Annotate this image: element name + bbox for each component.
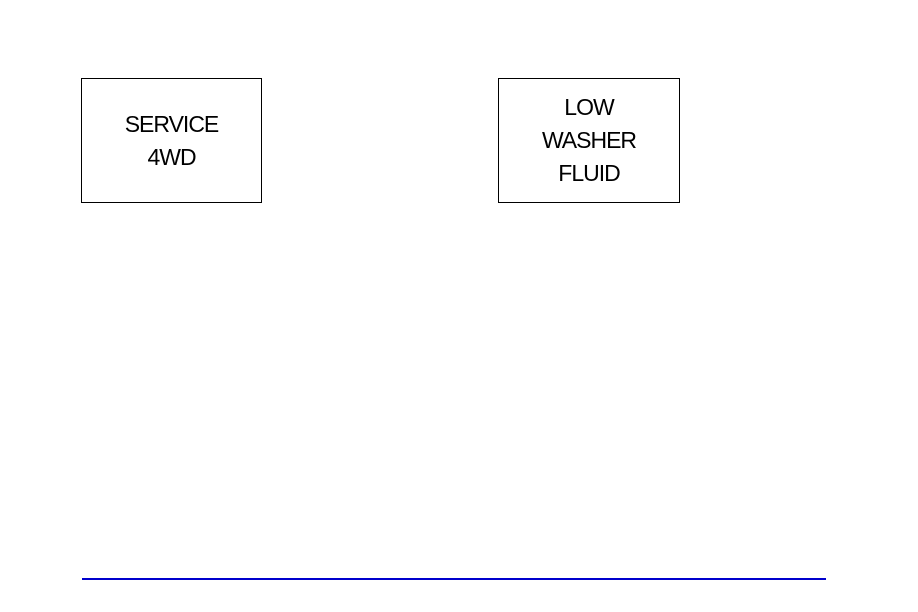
indicator-text-line: SERVICE	[125, 108, 219, 141]
indicator-text-line: FLUID	[558, 157, 619, 190]
service-4wd-indicator: SERVICE 4WD	[81, 78, 262, 203]
indicator-text-line: WASHER	[542, 124, 636, 157]
low-washer-fluid-indicator: LOW WASHER FLUID	[498, 78, 680, 203]
footer-rule	[82, 578, 826, 580]
indicator-text-line: 4WD	[147, 141, 195, 174]
indicator-text-line: LOW	[564, 91, 613, 124]
